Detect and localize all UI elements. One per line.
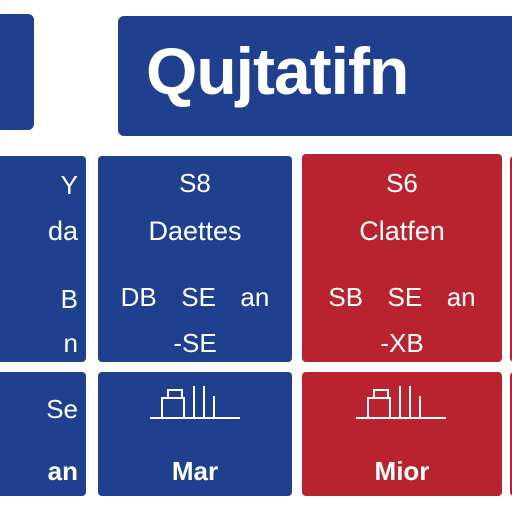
tile-col0-top[interactable]: Y da B n [0,156,86,362]
tile-col2-top[interactable]: S6 Clatfen SB SE an -XB [302,154,502,362]
tile-code: Se [46,394,78,424]
tile-label: Daettes [148,216,242,246]
tile-code-c: an [446,282,476,312]
page-title: Qujtatifn [146,34,409,108]
tile-col1-bottom[interactable]: Mar [98,372,292,496]
tile-code-b: SE [181,282,216,312]
header-title-bar: Qujtatifn [118,16,512,136]
tile-label: Clatfen [359,216,445,246]
tile-label: Mior [374,456,430,486]
tile-value: S6 [386,168,418,198]
tile-code-row: DB SE an [98,282,292,313]
tile-value: Y [60,170,78,200]
tile-code: B [60,284,78,314]
tile-col0-bottom[interactable]: Se an [0,372,86,496]
tile-sub: n [63,328,78,358]
tile-code-a: SB [328,282,364,312]
tile-col1-top[interactable]: S8 Daettes DB SE an -SE [98,156,292,362]
tile-col3-bottom[interactable] [510,372,512,496]
building-chart-icon [356,386,446,419]
tile-code-row: SB SE an [302,282,502,313]
tile-label: da [47,216,78,246]
tile-label: an [47,456,78,486]
tile-col2-bottom[interactable]: Mior [302,372,502,496]
tile-code-b: SE [387,282,423,312]
tile-sub: -XB [380,328,424,358]
tile-code-a: DB [120,282,157,312]
tile-label: Mar [171,456,219,486]
tile-code-c: an [240,282,270,312]
tile-col3-top[interactable] [510,156,512,362]
tile-value: S8 [179,168,211,198]
building-chart-icon [150,386,240,419]
header-side-tab[interactable] [0,14,34,130]
tile-sub: -SE [173,328,217,358]
